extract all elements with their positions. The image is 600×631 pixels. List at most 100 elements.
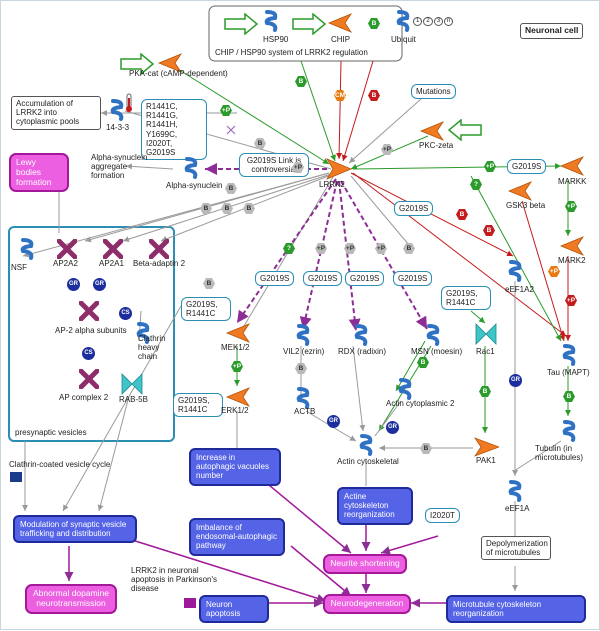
gr-badge: GR	[327, 415, 340, 428]
binding-badge: B	[368, 18, 380, 29]
binding-badge: B	[456, 209, 468, 220]
blue-coil-icon	[426, 324, 440, 346]
binding-badge: B	[563, 391, 575, 402]
cyan-bowtie-icon	[121, 373, 143, 395]
rac1-label: Rac1	[476, 347, 495, 356]
orange-fish-icon	[225, 323, 251, 343]
g2019s-mid-box: G2019S	[394, 201, 434, 217]
clathrin-cycle-label: Clathrin-coated vesicle cycle	[9, 460, 111, 469]
cm-badge: CM	[334, 90, 346, 101]
binding-badge: B	[420, 443, 432, 454]
actin-cyto2-label: Actin cytoplasmic 2	[386, 399, 455, 408]
alpha-syn-label: Alpha-synuclein	[166, 181, 223, 190]
white-arrow-icon	[292, 13, 327, 35]
orange-fish-icon	[326, 158, 353, 180]
lewy-bodies-box: Lewy bodies formation	[9, 153, 69, 193]
cs-badge: CS	[119, 307, 132, 320]
orange-fish-icon	[225, 387, 251, 407]
increase-autophagic-box: Increase in autophagic vacuoles number	[189, 448, 281, 486]
g2019s-box-3: G2019S	[345, 271, 385, 287]
gr-badge: GR	[386, 421, 399, 434]
eef1a2-label: eEF1A2	[505, 285, 534, 294]
phosphorylation-badge: +P	[315, 243, 327, 254]
gsk3-label: GSK3 beta	[506, 201, 546, 210]
blue-coil-icon	[296, 324, 310, 346]
mek-label: MEK1/2	[221, 343, 250, 352]
inhibition-x-icon	[226, 125, 236, 135]
g2019s-r1441c-box-b: G2019S, R1441C	[441, 286, 491, 311]
1433-label: 14-3-3	[106, 123, 130, 132]
lrrk2-label: LRRK2	[319, 180, 345, 189]
beta-adaptin-label: Beta-adaptin 2	[133, 259, 186, 268]
ubiquit-label: Ubiquit	[391, 35, 416, 44]
g2019s-markk-box: G2019S	[507, 159, 547, 175]
orange-fish-icon	[473, 437, 499, 457]
blue-coil-icon	[20, 238, 34, 260]
binding-badge: B	[479, 386, 491, 397]
gr-badge: GR	[67, 278, 80, 291]
ap-complex-label: AP complex 2	[59, 393, 109, 402]
ubiquitin-chain: 1 2 3 n	[413, 17, 454, 26]
actin-cytoskeletal-label: Actin cytoskeletal	[337, 457, 399, 466]
rdx-label: RDX (radixin)	[338, 347, 387, 356]
blue-coil-icon	[184, 157, 198, 179]
blue-coil-icon	[508, 480, 522, 502]
rab5b-label: RAB-5B	[119, 395, 148, 404]
ubiquitin-n: n	[444, 17, 454, 26]
neuron-apoptosis-box: Neuron apoptosis	[199, 595, 269, 624]
magenta-x-icon	[79, 369, 99, 389]
binding-badge: B	[403, 243, 415, 254]
gr-badge: GR	[93, 278, 106, 291]
blue-coil-icon	[359, 434, 373, 456]
blue-coil-icon	[508, 260, 522, 282]
hsp90-label: HSP90	[263, 35, 289, 44]
orange-fish-icon	[419, 121, 445, 141]
blue-coil-icon	[296, 387, 310, 409]
ap2-alpha-label: AP-2 alpha subunits	[55, 326, 127, 335]
cs-badge: CS	[82, 347, 95, 360]
unknown-badge: ?	[470, 179, 482, 190]
alpha-syn-agg-label: Alpha-synuclein aggregate formation	[91, 153, 148, 181]
accumulation-box: Accumulation of LRRK2 into cytoplasmic p…	[11, 96, 101, 130]
chip-caption: CHIP / HSP90 system of LRRK2 regulation	[215, 48, 368, 57]
magenta-x-icon	[79, 301, 99, 321]
mutations-list-box: R1441C, R1441G, R1441H, Y1699C, I2020T, …	[141, 99, 207, 161]
neurodegeneration-box: Neurodegeneration	[323, 594, 411, 614]
orange-fish-icon	[559, 236, 585, 256]
phosphorylation-badge: +P	[565, 201, 577, 212]
ubiquitin-2: 2	[423, 17, 433, 26]
binding-badge: B	[483, 225, 495, 236]
g2019s-box-1: G2019S	[255, 271, 295, 287]
tubulin-label: Tubulin (in microtubules)	[535, 444, 584, 463]
neurite-shortening-box: Neurite shortening	[323, 554, 407, 574]
magenta-x-icon	[57, 239, 77, 259]
orange-fish-icon	[559, 156, 585, 176]
orange-fish-icon	[507, 181, 533, 201]
ubiquitin-3: 3	[433, 17, 444, 26]
map-link-icon[interactable]	[183, 597, 197, 609]
nsf-label: NSF	[11, 263, 27, 272]
white-arrow-icon	[224, 13, 259, 35]
erk-label: ERK1/2	[221, 406, 249, 415]
orange-fish-icon	[327, 13, 353, 33]
mutations-box: Mutations	[411, 84, 456, 100]
blue-coil-icon	[562, 344, 576, 366]
markk-label: MARKK	[558, 177, 587, 186]
blue-coil-icon	[136, 322, 150, 344]
g2019s-box-4: G2019S	[393, 271, 433, 287]
gr-badge: GR	[509, 374, 522, 387]
mark2-label: MARK2	[558, 256, 586, 265]
vesicle-cycle-icon	[10, 472, 22, 482]
phosphorylation-badge: +P	[381, 144, 393, 155]
binding-badge: B	[295, 363, 307, 374]
phosphorylation-badge: +P	[231, 361, 243, 372]
imbalance-box: Imbalance of endosomal-autophagic pathwa…	[189, 518, 285, 556]
tau-label: Tau (MAPT)	[547, 368, 590, 377]
g2019s-r1441c-box-a: G2019S, R1441C	[181, 297, 231, 322]
pkc-label: PKC-zeta	[419, 141, 454, 150]
microtubule-reorg-box: Microtubule cytoskeleton reorganization	[446, 595, 586, 624]
pak1-label: PAK1	[476, 456, 496, 465]
binding-badge: B	[254, 138, 266, 149]
eef1a-label: eEF1A	[505, 504, 530, 513]
